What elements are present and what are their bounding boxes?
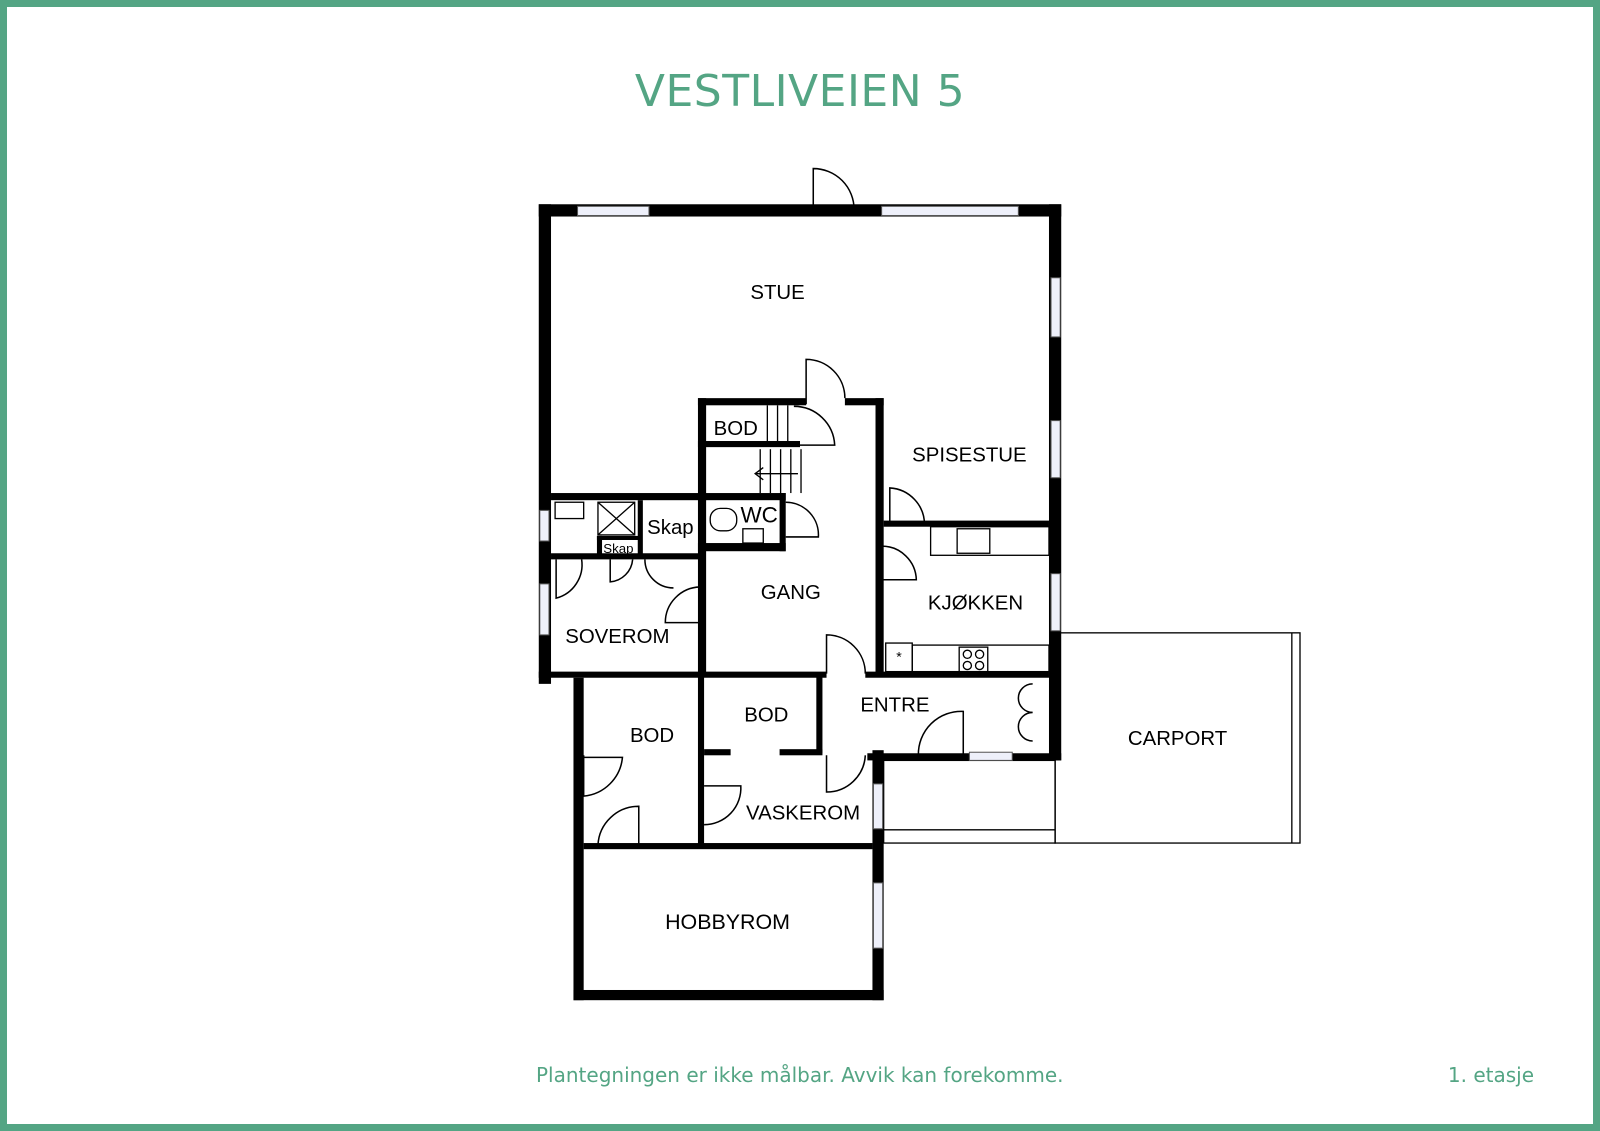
room-label-stue: STUE [750, 282, 804, 304]
fridge-mark: * [896, 649, 902, 665]
kitchen-counter [929, 526, 1050, 556]
room-label-bod-left: BOD [630, 725, 674, 747]
disclaimer-text: Plantegningen er ikke målbar. Avvik kan … [536, 1063, 1064, 1087]
room-label-wc: WC [740, 503, 777, 528]
room-label-bod-top: BOD [714, 418, 758, 440]
fixtures [554, 405, 1050, 673]
stairs [753, 405, 802, 494]
terrace-outline [883, 759, 1056, 844]
room-label-soverom: SOVEROM [565, 626, 669, 648]
doors [555, 167, 1033, 846]
room-label-entre: ENTRE [860, 694, 929, 716]
floor-label: 1. etasje [1447, 1063, 1534, 1087]
room-labels: STUE BOD SPISESTUE WC Skap Skap GANG KJØ… [565, 282, 1227, 934]
room-label-skap-large: Skap [647, 517, 693, 539]
page-title: VESTLIVEIEN 5 [634, 66, 966, 117]
toilet-icon [709, 507, 738, 532]
kitchen-sink-icon [956, 528, 991, 554]
room-label-vaskerom: VASKEROM [746, 803, 860, 825]
room-label-gang: GANG [761, 582, 821, 604]
windows [539, 205, 1061, 949]
sink-icon [742, 528, 764, 544]
room-label-spisestue: SPISESTUE [912, 444, 1026, 466]
stove-icon [958, 646, 989, 673]
shower-icon [597, 501, 636, 536]
room-label-skap-small: Skap [603, 541, 633, 556]
room-label-kjokken: KJØKKEN [928, 592, 1023, 614]
room-label-bod-mid: BOD [744, 705, 788, 727]
room-label-carport: CARPORT [1128, 728, 1227, 750]
room-label-hobbyrom: HOBBYROM [665, 910, 790, 934]
sink-icon [554, 501, 585, 520]
